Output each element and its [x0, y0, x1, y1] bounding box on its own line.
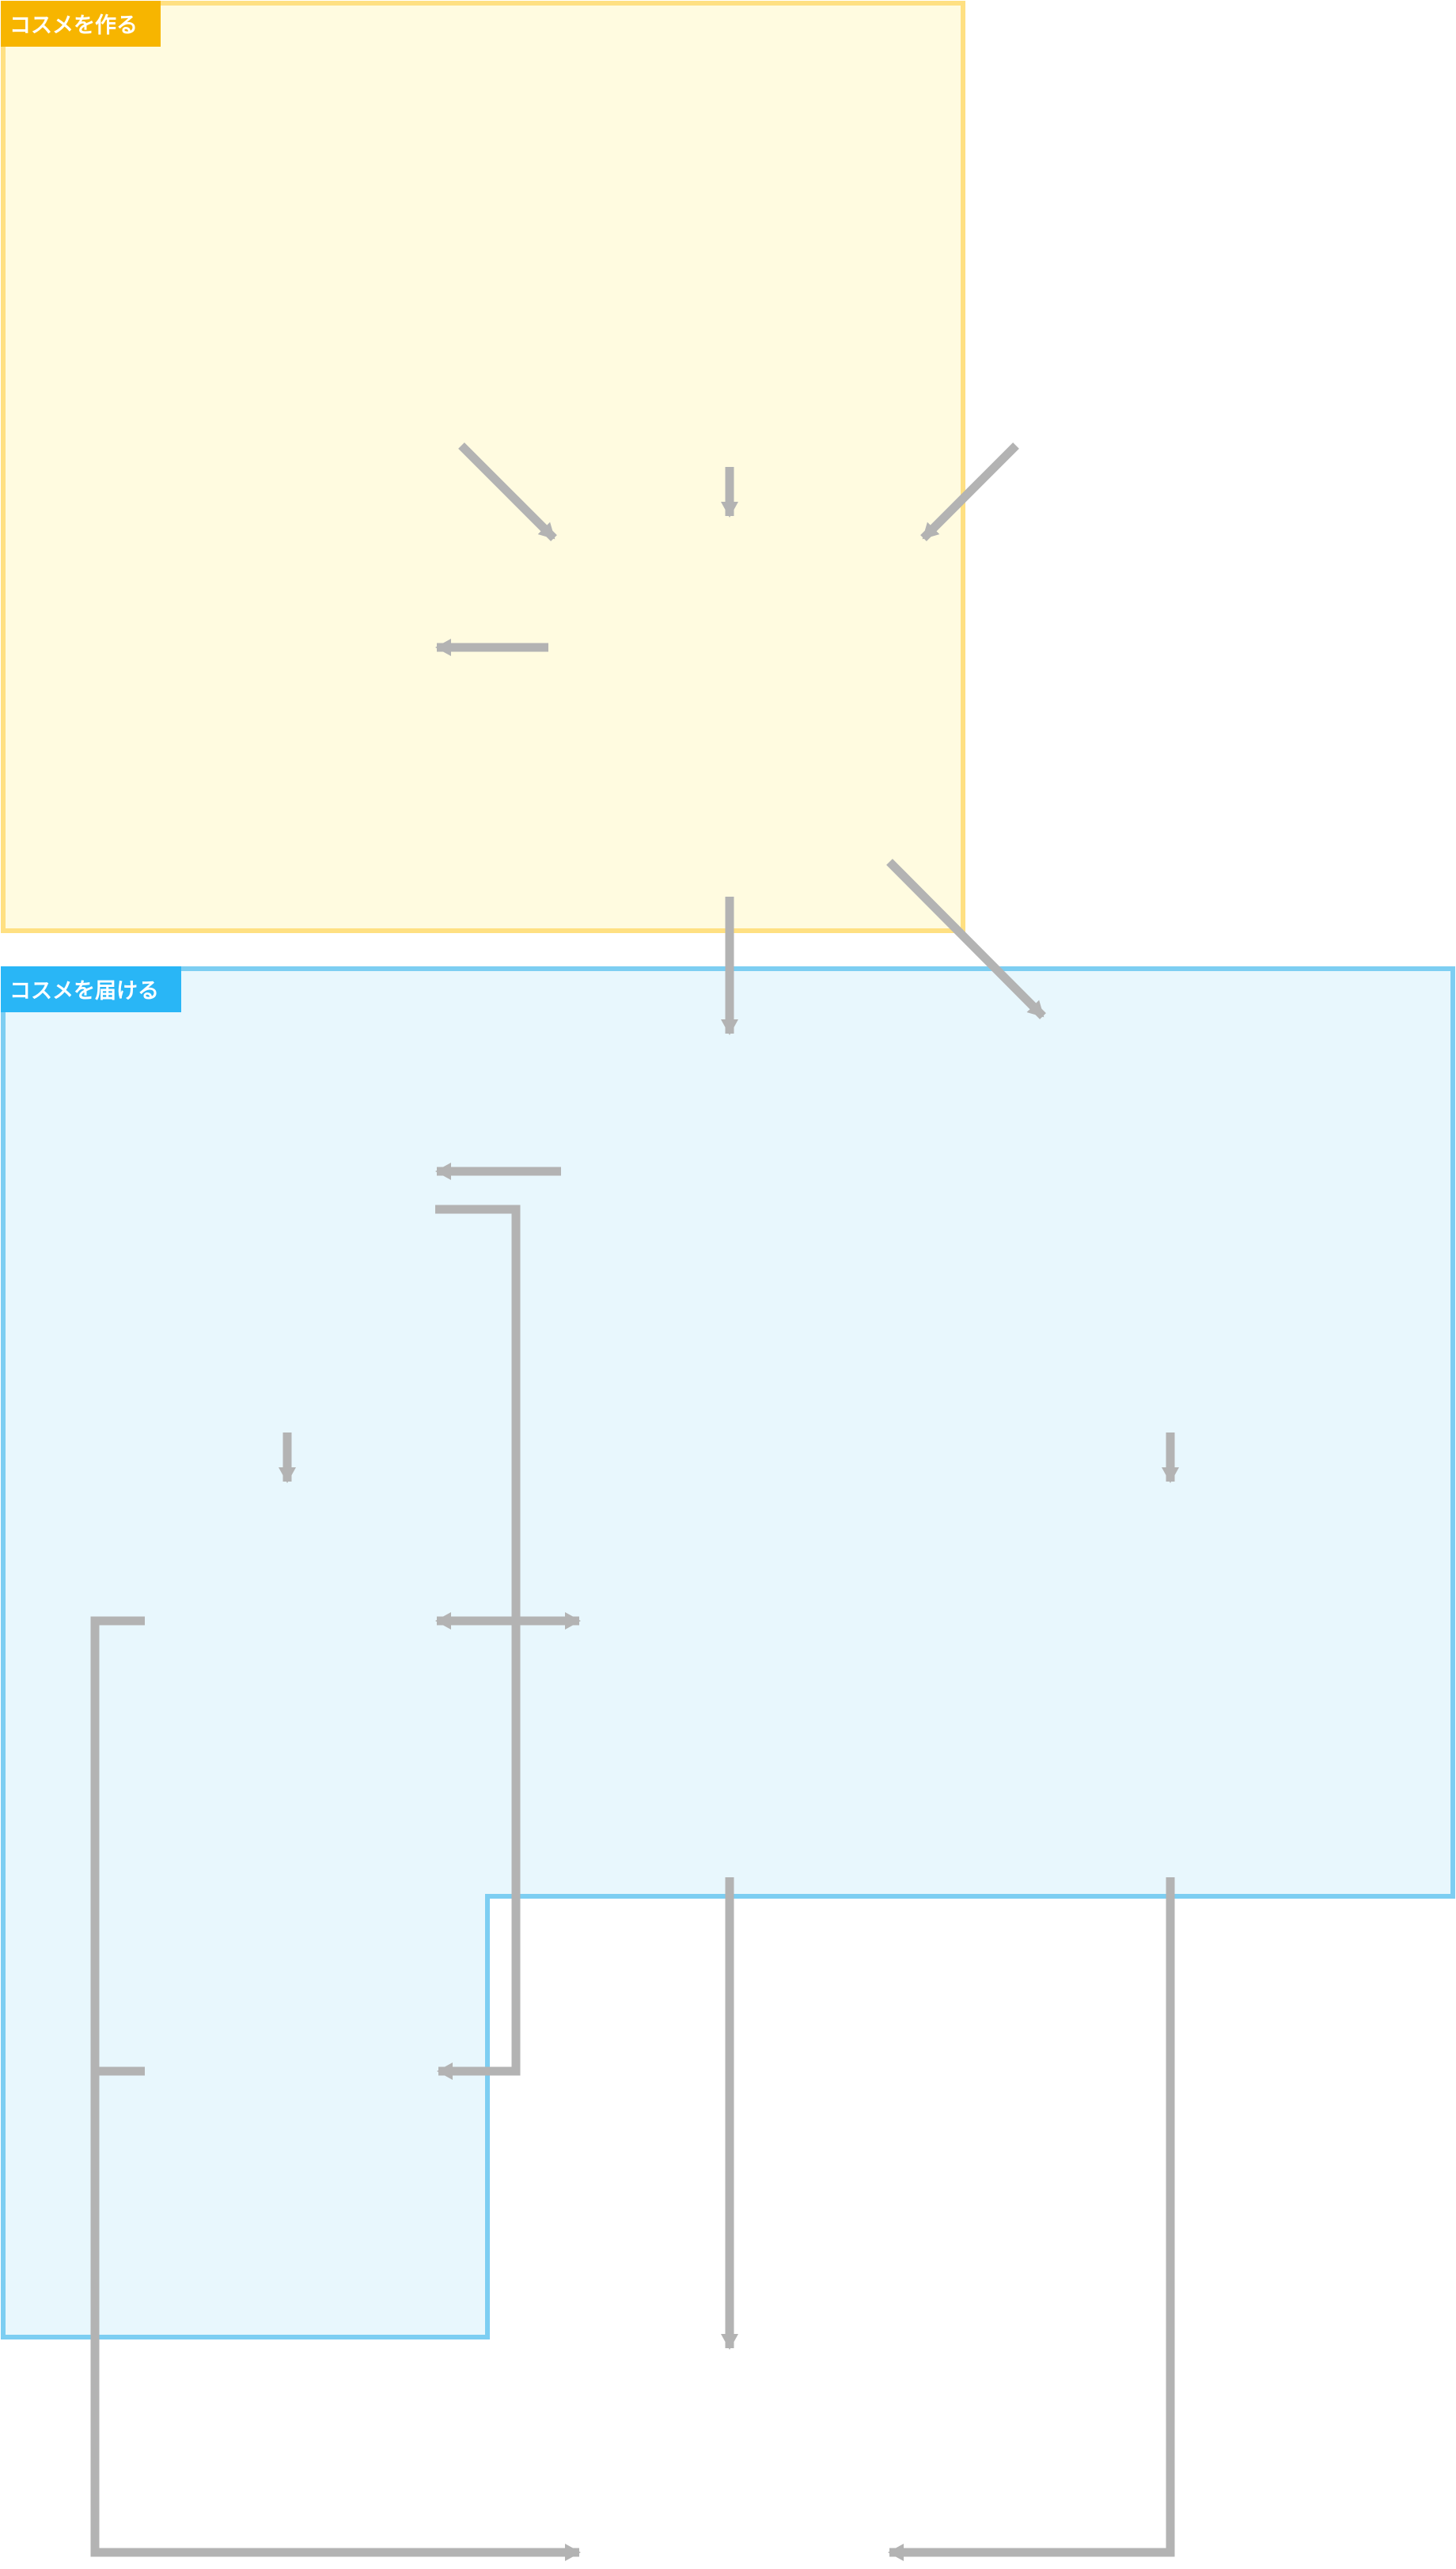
connector-bracket-right [435, 1205, 521, 2080]
zone-make-tag [1, 1, 161, 47]
connector-right-down-left [888, 1877, 1175, 2561]
zone-deliver-area [1, 966, 1455, 2339]
zone-deliver-tag [1, 966, 181, 1012]
zone-deliver: コスメを届ける [1, 966, 1455, 2339]
zone-make-label: コスメを作る [9, 13, 138, 38]
connector-bracket-left [90, 1616, 581, 2561]
arrow-diagonal-into-deliver [886, 859, 1046, 1019]
arrow-diagonal-upper-right [920, 442, 1019, 541]
arrow-diagonal-upper-left [458, 442, 557, 541]
connectors [90, 442, 1179, 2561]
zone-deliver-label: コスメを届ける [9, 979, 159, 1004]
